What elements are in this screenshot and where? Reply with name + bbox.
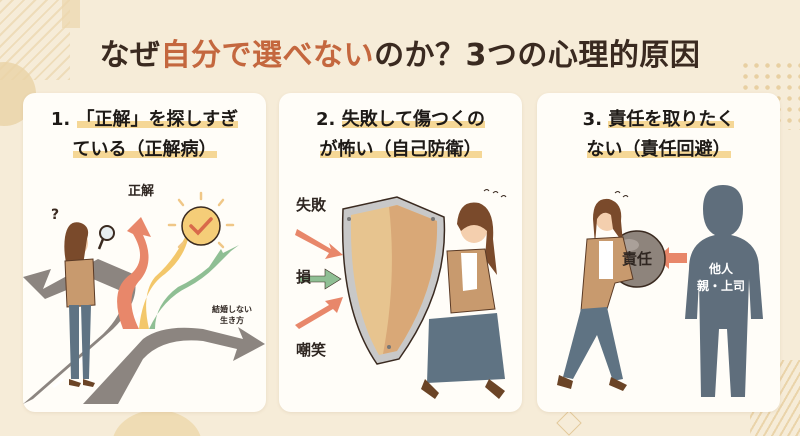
- card-number: 3.: [582, 109, 603, 130]
- arrow-icon: [295, 229, 343, 259]
- shield-icon: [295, 189, 507, 399]
- illustration-responsibility: 責任 他人 親・上司: [537, 179, 780, 404]
- label-failure: 失敗: [296, 196, 327, 214]
- cause-card-2: 2. 失敗して傷つくの が怖い（自己防衛） 失敗 損 嘲笑: [279, 93, 522, 412]
- question-mark: ?: [51, 207, 59, 223]
- label-responsibility: 責任: [622, 250, 653, 268]
- decorative-blob: [112, 410, 202, 436]
- card-heading: 3. 責任を取りたく ない（責任回避）: [537, 105, 780, 165]
- arrow-icon: [295, 297, 343, 329]
- magnifying-glass-icon: [99, 225, 115, 241]
- decorative-square: [62, 0, 80, 28]
- cause-card-3: 3. 責任を取りたく ない（責任回避） 責任 他人 親・上司: [537, 93, 780, 412]
- heading-line-1: 「正解」を探しすぎ: [76, 109, 239, 130]
- alt-path-line-2: 生き方: [220, 316, 244, 325]
- card-heading: 2. 失敗して傷つくの が怖い（自己防衛）: [279, 105, 522, 165]
- person-silhouette-icon: [557, 185, 763, 397]
- card-number: 2.: [315, 109, 336, 130]
- others-line-1: 他人: [709, 262, 734, 276]
- heading-line-2: ている（正解病）: [72, 139, 217, 160]
- heading-line-1: 責任を取りたく: [608, 109, 735, 130]
- card-heading: 1. 「正解」を探しすぎ ている（正解病）: [23, 105, 266, 165]
- label-others: 他人 親・上司: [697, 261, 745, 295]
- cause-card-1: 1. 「正解」を探しすぎ ている（正解病）: [23, 93, 266, 412]
- heading-line-1: 失敗して傷つくの: [341, 109, 486, 130]
- title-suffix: のか？3つの心理的原因: [374, 38, 701, 73]
- title-prefix: なぜ: [99, 38, 161, 73]
- heading-line-2: が怖い（自己防衛）: [319, 139, 482, 160]
- label-ridicule: 嘲笑: [296, 341, 327, 359]
- illustration-self-defense: 失敗 損 嘲笑: [279, 179, 522, 404]
- label-alt-path: 結婚しない 生き方: [212, 304, 252, 326]
- title-accent: 自分で選べない: [160, 38, 375, 73]
- arrow-icon: [298, 268, 342, 290]
- card-number: 1.: [50, 109, 71, 130]
- heading-line-2: ない（責任回避）: [586, 139, 731, 160]
- others-line-2: 親・上司: [697, 279, 746, 293]
- alt-path-line-1: 結婚しない: [212, 305, 252, 314]
- branching-road-icon: ?: [23, 191, 265, 404]
- decorative-diamond: [556, 410, 582, 436]
- illustration-perfectionism: ? 正解 結婚しない 生き方: [23, 179, 266, 404]
- label-loss: 損: [296, 268, 312, 286]
- page-title: なぜ自分で選べないのか？3つの心理的原因: [0, 30, 800, 74]
- label-correct-answer: 正解: [128, 184, 155, 199]
